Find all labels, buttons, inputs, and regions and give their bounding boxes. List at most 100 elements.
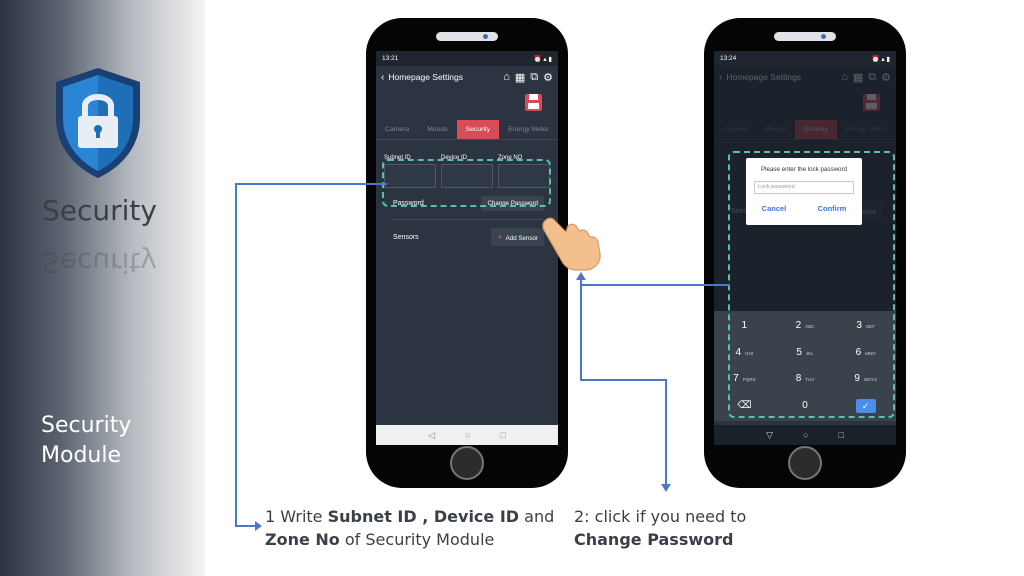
phone-security-settings: 13:21 ⏰ ▴ ▮ ‹ Homepage Settings ⌂ ▦ ⧉ ⚙ … [366, 18, 568, 488]
connector-line [235, 183, 387, 185]
nav-home-icon[interactable]: ○ [803, 430, 809, 440]
sensors-label: Sensors [731, 207, 757, 215]
subnet-id-input[interactable] [384, 164, 436, 188]
gear-icon[interactable]: ⚙ [881, 71, 891, 84]
arrow-down-icon [661, 484, 671, 492]
gear-icon[interactable]: ⚙ [543, 71, 553, 84]
banner-title: Security [42, 194, 157, 227]
password-row: Password Change Password [393, 196, 544, 211]
header-title: Homepage Settings [726, 72, 802, 82]
link-icon[interactable]: ⧉ [868, 70, 877, 83]
sensors-label: Sensors [393, 233, 419, 241]
connector-line [580, 379, 666, 381]
tab-bar: Camera Moods Security Energy Meter [714, 120, 896, 140]
status-bar: 13:21 ⏰ ▴ ▮ [376, 51, 558, 66]
shield-lock-icon [56, 68, 140, 178]
save-icon[interactable] [863, 94, 880, 111]
step1-caption: 1 Write Subnet ID , Device ID and Zone N… [265, 507, 555, 549]
cancel-button[interactable]: Cancel [761, 204, 787, 213]
tab-security[interactable]: Security [456, 120, 500, 139]
status-bar: 13:24 ⏰ ▴ ▮ [714, 51, 896, 66]
connector-line [665, 379, 667, 485]
phone-home-button[interactable] [788, 446, 822, 480]
tab-moods[interactable]: Moods [427, 126, 448, 133]
key-1[interactable]: 1 [741, 320, 748, 332]
status-icons: ⏰ ▴ ▮ [533, 55, 552, 63]
tab-security[interactable]: Security [794, 120, 838, 139]
link-icon[interactable]: ⧉ [530, 70, 539, 83]
confirm-button[interactable]: Confirm [817, 204, 847, 213]
header-icons: ⌂ ▦ ⧉ ⚙ [841, 71, 891, 84]
tab-bar: Camera Moods Security Energy Meter [376, 120, 558, 140]
add-sensor-button[interactable]: +Add Sensor [491, 228, 544, 246]
home-icon[interactable]: ⌂ [503, 70, 510, 83]
banner-module-line2: Module [41, 443, 121, 468]
grid-icon[interactable]: ▦ [514, 71, 526, 84]
backspace-key[interactable]: ⌫ [714, 395, 775, 417]
back-icon[interactable]: ‹ [719, 71, 723, 83]
connector-line [580, 278, 582, 380]
tab-camera[interactable]: Camera [723, 126, 748, 133]
dialog-actions: Cancel Confirm [746, 204, 862, 213]
android-nav-bar: ◁ ○ □ [376, 425, 558, 445]
connector-line [235, 525, 257, 527]
tab-camera[interactable]: Camera [385, 126, 410, 133]
lock-password-input[interactable]: Lock password [754, 181, 854, 194]
tab-moods[interactable]: Moods [765, 126, 786, 133]
arrow-up-icon [576, 272, 586, 280]
dialog-title: Please enter the lock password [761, 166, 847, 173]
nav-home-icon[interactable]: ○ [465, 430, 471, 440]
nav-recents-icon[interactable]: □ [838, 430, 844, 440]
plus-icon: + [497, 232, 503, 242]
header-title: Homepage Settings [388, 72, 464, 82]
subnet-id-label: Subnet ID [384, 155, 411, 161]
connector-line [580, 284, 730, 286]
save-icon[interactable] [525, 94, 542, 111]
back-icon[interactable]: ‹ [381, 71, 385, 83]
done-key[interactable]: ✓ [835, 395, 896, 417]
device-id-field: Device ID [441, 155, 493, 188]
step2-caption: 2: click if you need to Change Password [574, 507, 747, 549]
tab-energy-meter[interactable]: Energy Meter [846, 126, 887, 133]
home-icon[interactable]: ⌂ [841, 70, 848, 83]
nav-back-icon[interactable]: ▽ [766, 429, 774, 440]
key-0[interactable]: 0 [802, 399, 808, 411]
phone-home-button[interactable] [450, 446, 484, 480]
arrow-right-icon [255, 521, 262, 531]
dialog-keypad-highlight [728, 151, 895, 418]
address-fields: Subnet ID Device ID Zone NO [384, 155, 550, 188]
fields-highlight [382, 159, 551, 207]
backspace-icon: ⌫ [737, 399, 752, 411]
zone-no-label: Zone NO [498, 155, 523, 161]
android-nav-bar: ▽ ○ □ [714, 425, 896, 445]
change-password-button[interactable]: Change Password [481, 196, 544, 211]
grid-icon[interactable]: ▦ [852, 71, 864, 84]
header-bar: ‹ Homepage Settings ⌂ ▦ ⧉ ⚙ [714, 66, 896, 88]
nav-back-icon[interactable]: ◁ [428, 429, 436, 440]
phone-lock-password: 13:24 ⏰ ▴ ▮ ‹ Homepage Settings ⌂ ▦ ⧉ ⚙ … [704, 18, 906, 488]
banner-title-reflection: Security [42, 246, 157, 279]
nav-recents-icon[interactable]: □ [500, 430, 506, 440]
header-bar: ‹ Homepage Settings ⌂ ▦ ⧉ ⚙ [376, 66, 558, 88]
add-sensor-label: Add Sensor [505, 235, 538, 242]
status-icons: ⏰ ▴ ▮ [871, 55, 890, 63]
sensors-row: Sensors +Add Sensor [393, 228, 544, 246]
security-banner: Security Security Security Module [0, 0, 205, 576]
tab-energy-meter[interactable]: Energy Meter [508, 126, 549, 133]
device-id-input[interactable] [441, 164, 493, 188]
banner-module-label: Security Module [41, 411, 131, 471]
hand-pointer-icon [542, 217, 601, 271]
phone-speaker [774, 32, 836, 41]
password-label: Password [393, 200, 424, 207]
status-time: 13:24 [720, 55, 737, 62]
divider [390, 219, 544, 220]
